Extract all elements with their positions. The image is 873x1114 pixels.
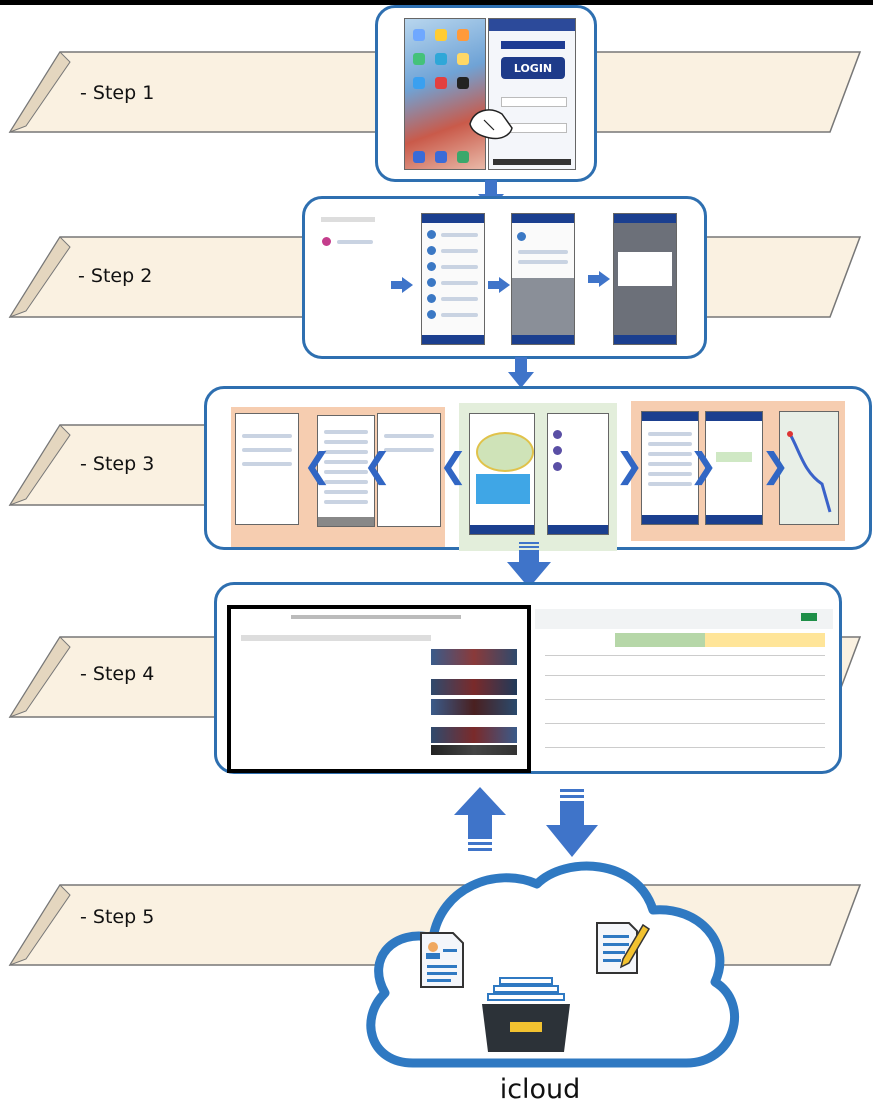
step-4-label: - Step 4 [80,663,155,685]
chevron-left-icon: ❮ [303,446,332,486]
chevron-right-icon: ❯ [689,446,718,486]
right-arrow-icon [488,277,510,293]
cloud-storage-icon [366,861,739,1068]
step-1-label: - Step 1 [80,82,155,104]
top-rule [0,0,873,5]
right-arrow-icon [391,277,413,293]
step-2-label: - Step 2 [78,265,153,287]
step-2-screen-3 [511,213,575,345]
step-5-label: - Step 5 [80,906,155,928]
step-3-frame: ❮ ❮ ❮ ❯ ❯ ❯ [204,386,872,551]
report-table-screenshot [227,605,531,773]
right-arrow-icon [588,271,610,287]
step-2-screen-1 [317,213,379,347]
chevron-left-icon: ❮ [439,446,468,486]
step-3-middle-panel [459,403,617,551]
step-3-label: - Step 3 [80,453,155,475]
edit-document-icon [596,922,651,974]
step-2-screen-2 [421,213,485,345]
login-screen-phone: LOGIN [488,18,576,170]
cloud-caption: icloud [499,1074,581,1105]
download-arrow-icon [546,789,598,857]
step-1-frame: LOGIN [375,5,597,182]
file-cabinet-icon [482,977,570,1052]
chevron-left-icon: ❮ [363,446,392,486]
step-2-screen-4 [613,213,677,345]
step-3-right-panel [631,401,845,541]
upload-arrow-icon [454,787,506,851]
tap-hand-icon [469,109,513,140]
step-2-frame [302,196,707,359]
spreadsheet-screenshot [535,609,833,767]
down-arrow-3-icon [507,542,551,588]
chevron-right-icon: ❯ [615,446,644,486]
step-3-left-panel [231,407,445,547]
chevron-right-icon: ❯ [761,446,790,486]
down-arrow-2-icon [508,357,534,388]
login-button[interactable]: LOGIN [513,61,553,75]
step-4-frame [214,582,842,774]
home-screen-phone [404,18,486,170]
user-document-icon [420,932,464,988]
